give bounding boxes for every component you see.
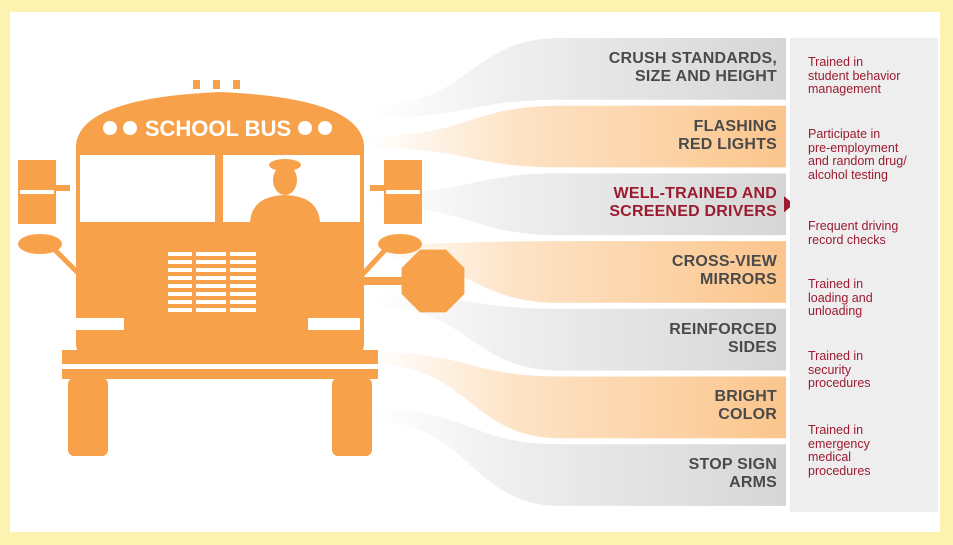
left-mirror-arm — [56, 185, 70, 191]
roof-light-2 — [213, 80, 220, 89]
feature-band-6 — [370, 352, 786, 439]
grille-slat — [168, 260, 192, 264]
grille-slat — [196, 276, 226, 280]
feature-band-1 — [370, 38, 786, 118]
left-mirror-line — [20, 190, 54, 194]
feature-band-4 — [370, 241, 786, 303]
grille-slat — [230, 284, 256, 288]
grille-slat — [168, 292, 192, 296]
feature-label-4: CROSS-VIEW MIRRORS — [671, 252, 777, 288]
grille-slat — [230, 292, 256, 296]
feature-band-5 — [370, 294, 786, 371]
driver-details-panel — [790, 38, 938, 512]
left-headlight — [72, 318, 124, 330]
stop-sign-octagon — [401, 249, 465, 313]
feature-label-7: STOP SIGN ARMS — [688, 456, 777, 492]
left-wheel — [68, 378, 108, 456]
grille-slat — [168, 268, 192, 272]
driver-detail-1: Trained in student behavior management — [808, 55, 901, 96]
driver-detail-6: Trained in emergency medical procedures — [808, 423, 871, 478]
grille-slat — [168, 276, 192, 280]
sign-light-left-2 — [123, 121, 137, 135]
driver-head — [273, 165, 297, 195]
sign-light-right-1 — [298, 121, 312, 135]
highlight-arrow-icon — [784, 196, 794, 213]
left-windshield — [80, 155, 215, 222]
driver-detail-2: Participate in pre-employment and random… — [808, 127, 907, 182]
grille-slat — [230, 260, 256, 264]
feature-band-3 — [370, 173, 786, 236]
right-crossview-mirror — [378, 234, 422, 254]
grille-slat — [196, 268, 226, 272]
right-mirror-arm — [370, 185, 384, 191]
right-mirror-line — [386, 190, 420, 194]
sign-light-left-1 — [103, 121, 117, 135]
grille-slat — [168, 308, 192, 312]
stop-sign-bracket — [364, 277, 404, 285]
feature-label-1: CRUSH STANDARDS, SIZE AND HEIGHT — [608, 49, 777, 85]
driver-detail-3: Frequent driving record checks — [808, 219, 899, 247]
right-wheel — [332, 378, 372, 456]
right-crossview-arm — [360, 248, 387, 277]
roof-light-3 — [233, 80, 240, 89]
grille-slat — [196, 284, 226, 288]
grille-slat — [168, 252, 192, 256]
feature-label-5: REINFORCED SIDES — [669, 320, 777, 356]
grille-slat — [196, 252, 226, 256]
driver-detail-5: Trained in security procedures — [808, 349, 871, 390]
feature-band-7 — [370, 409, 786, 506]
left-crossview-mirror — [18, 234, 62, 254]
roof-light-1 — [193, 80, 200, 89]
grille-slat — [230, 300, 256, 304]
bumper-line — [62, 365, 378, 368]
grille-slat — [196, 300, 226, 304]
lower-bumper — [62, 369, 378, 379]
right-headlight — [308, 318, 360, 330]
feature-label-6: BRIGHT COLOR — [714, 388, 777, 424]
grille-slat — [168, 284, 192, 288]
bus-sign-text: SCHOOL BUS — [145, 116, 291, 141]
driver-detail-4: Trained in loading and unloading — [808, 277, 873, 318]
grille-slat — [230, 276, 256, 280]
feature-label-2: FLASHING RED LIGHTS — [678, 117, 777, 153]
grille-slat — [196, 292, 226, 296]
sign-light-right-2 — [318, 121, 332, 135]
grille-slat — [230, 308, 256, 312]
driver-shoulders — [250, 195, 320, 222]
grille-slat — [230, 268, 256, 272]
grille-slat — [168, 300, 192, 304]
front-bumper — [62, 350, 378, 364]
left-crossview-arm — [53, 248, 82, 277]
grille-slat — [196, 260, 226, 264]
grille-slat — [230, 252, 256, 256]
feature-band-2 — [370, 105, 786, 168]
feature-label-3: WELL-TRAINED AND SCREENED DRIVERS — [609, 185, 777, 221]
grille-slat — [196, 308, 226, 312]
